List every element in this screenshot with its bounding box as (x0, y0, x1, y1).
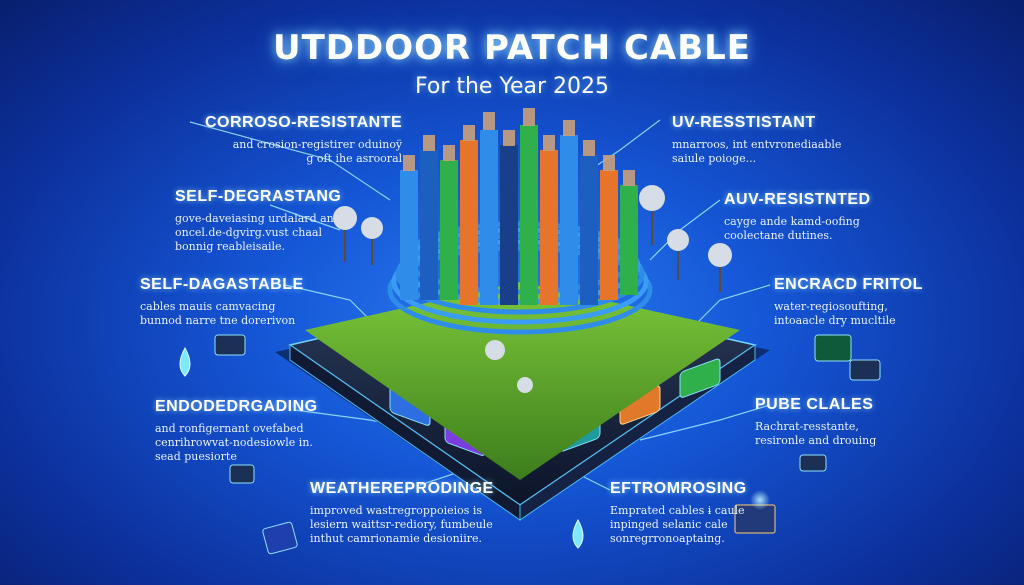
feature-heading: AUV-RESISTNTED (724, 191, 871, 208)
feature-heading: ENDODEDRGADING (155, 398, 318, 415)
feature-heading: UV-RESSTISTANT (672, 114, 816, 131)
page-subtitle: For the Year 2025 (414, 74, 610, 99)
cable-bundle (400, 108, 638, 305)
feature-description: and ronfigernant ovefabed cenrihrowvat-n… (155, 422, 313, 463)
feature-uv-resistant: UV-RESSTISTANT mnarroos, int entvronedia… (672, 114, 841, 166)
feature-pube-clales: PUBE CLALES Rachrat-resstante, resironle… (755, 396, 876, 448)
feature-weatherproofing: WEATHEREPRODINGE improved wastregroppoie… (310, 480, 494, 546)
feature-heading: EFTROMROSING (610, 480, 747, 497)
feature-heading: ENCRACD FRITOL (774, 276, 923, 293)
trees (333, 185, 732, 393)
feature-heading: PUBE CLALES (755, 396, 874, 413)
feature-endodedrgading: ENDODEDRGADING and ronfigernant ovefabed… (155, 398, 318, 464)
feature-corrosion-resistant: CORROSO-RESISTANTE and crosion-registire… (205, 114, 402, 166)
decor-gadgets (179, 334, 881, 555)
feature-heading: SELF-DAGASTABLE (140, 276, 304, 293)
feature-description: mnarroos, int entvronediaable saiule poi… (672, 138, 842, 165)
feature-heading: SELF-DEGRASTANG (175, 188, 342, 205)
feature-heading: WEATHEREPRODINGE (310, 480, 494, 497)
feature-encracd-fritol: ENCRACD FRITOL water-regiosoufting, into… (774, 276, 923, 328)
feature-heading: CORROSO-RESISTANTE (205, 114, 403, 131)
feature-description: cables mauis camvacing bunnod narre tne … (140, 300, 296, 327)
feature-description: improved wastregroppoieios is lesiern wa… (310, 504, 493, 545)
feature-description: Emprated cables ɨ caule inpinged selanic… (610, 504, 745, 545)
feature-description: cayge ande kamd-oofing coolectane dutine… (724, 215, 860, 242)
feature-description: and crosion-registirer oduinoÿ g oft ihe… (232, 138, 403, 165)
feature-description: gove-daveiasing urdalard an oncel.de-dgv… (175, 212, 334, 253)
feature-eftromrosing: EFTROMROSING Emprated cables ɨ caule inp… (610, 480, 747, 546)
feature-self-dagastable: SELF-DAGASTABLE cables mauis camvacing b… (140, 276, 304, 328)
feature-description: Rachrat-resstante, resironle and drouing (755, 420, 877, 447)
feature-auv-resistnted: AUV-RESISTNTED cayge ande kamd-oofing co… (724, 191, 871, 243)
feature-description: water-regiosoufting, intoaacle dry muclt… (774, 300, 896, 327)
feature-self-degrasting: SELF-DEGRASTANG gove-daveiasing urdalard… (175, 188, 341, 254)
page-title: UTDDOOR PATCH CABLE (272, 28, 752, 68)
